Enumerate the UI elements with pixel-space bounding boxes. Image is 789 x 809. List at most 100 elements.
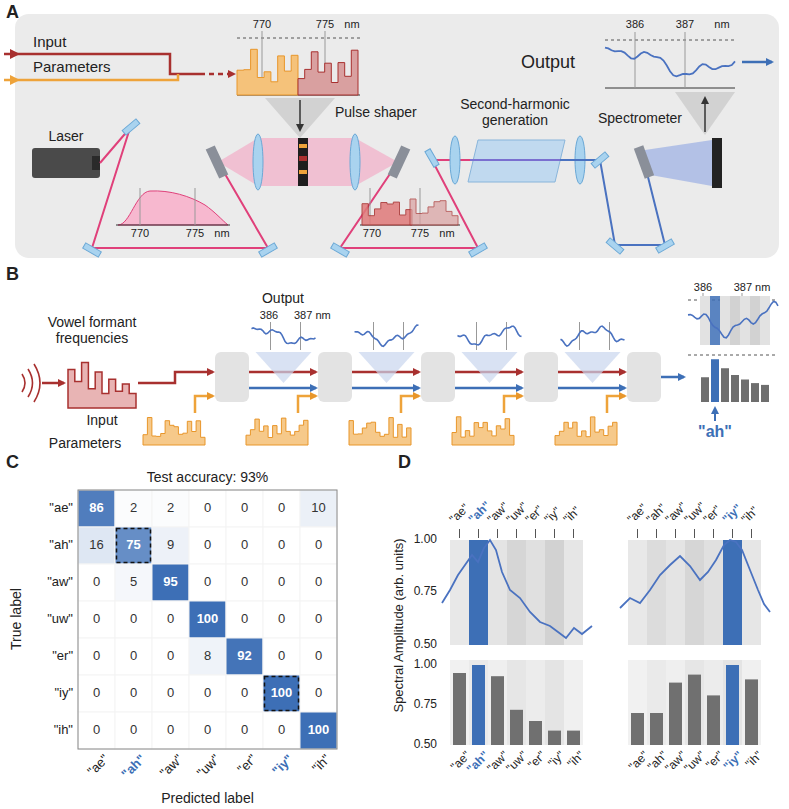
output-curve (605, 48, 735, 77)
matrix-cell (152, 527, 189, 564)
bar (745, 679, 758, 745)
matrix-cell (115, 638, 152, 675)
tick-line (685, 32, 686, 88)
mask-pixel (299, 144, 307, 148)
label: Input (33, 33, 66, 50)
matrix-value: 100 (271, 686, 293, 701)
column-label: "aw" (157, 752, 186, 781)
bar (707, 695, 720, 745)
row-label: "er" (52, 649, 73, 664)
matrix-value: 86 (89, 501, 103, 516)
band (723, 660, 742, 745)
matrix-cell (263, 638, 300, 675)
output-arrow (558, 387, 625, 390)
panel-letter: B (6, 264, 19, 285)
leader-line (516, 529, 517, 538)
matrix-cell (189, 712, 226, 749)
matrix-value: 0 (204, 501, 211, 516)
funnel (256, 352, 312, 383)
parameter-plot (349, 418, 411, 445)
matrix-value: 0 (315, 538, 322, 553)
matrix-value: 0 (241, 723, 248, 738)
arrow (714, 408, 716, 421)
leader-line (497, 529, 498, 538)
leader-line (637, 529, 638, 538)
output-arrow (249, 387, 316, 390)
matrix-cell (78, 712, 115, 749)
bar (669, 683, 682, 745)
tick-label: nm (439, 227, 454, 240)
tick-label: 770 (131, 227, 149, 240)
matrix-cell (300, 490, 337, 527)
band (647, 540, 666, 645)
matrix-cell (226, 490, 263, 527)
output-arrow (455, 387, 522, 390)
arrow (704, 98, 706, 132)
output-arrow (352, 387, 419, 390)
matrix-cell (115, 490, 152, 527)
tick-label: 387 (676, 18, 694, 31)
bar (741, 380, 749, 403)
row-label: "ih" (54, 723, 73, 738)
matrix-cell (300, 638, 337, 675)
label: Laser (48, 128, 83, 144)
matrix-value: 0 (204, 575, 211, 590)
tick-line (403, 322, 404, 350)
band (700, 296, 710, 345)
parameter-arrow (504, 396, 522, 413)
layer-box (627, 352, 661, 402)
tick-label: 0.50 (414, 638, 437, 652)
lens (450, 136, 460, 184)
row-label: "ae" (49, 501, 73, 516)
matrix-value: 9 (167, 538, 174, 553)
matrix-cell (115, 712, 152, 749)
panel-letter: C (6, 452, 19, 473)
matrix-value: 0 (315, 686, 322, 701)
output-curve (458, 326, 522, 345)
funnel (675, 92, 735, 135)
tick-label: 0.75 (414, 585, 437, 599)
beam-fan (218, 138, 398, 186)
bar (529, 721, 542, 745)
tick-line (476, 322, 477, 350)
bar (688, 675, 701, 745)
matrix-value: 0 (167, 686, 174, 701)
tick-label: 775 (186, 227, 204, 240)
parameter-plot (555, 417, 617, 445)
tick-label: 386 (626, 18, 644, 31)
bar (701, 377, 709, 402)
input-line (200, 73, 234, 76)
highlight-box (265, 677, 299, 711)
matrix-cell (263, 490, 300, 527)
tick-line (579, 322, 580, 350)
leader-line (459, 529, 460, 538)
layer-box (318, 352, 352, 402)
dashed-line (237, 38, 360, 39)
parameter-arrow (195, 396, 213, 413)
label: Second-harmonic generation (450, 96, 580, 128)
label: Pulse shaper (335, 104, 417, 120)
leader-line (554, 529, 555, 538)
matrix-cell (78, 527, 115, 564)
mirror (656, 239, 675, 253)
matrix-value: 0 (204, 538, 211, 553)
tick-label: 386 (260, 309, 278, 322)
bar (510, 710, 523, 745)
column-label: "er" (235, 752, 260, 777)
mirror (469, 243, 488, 257)
matrix-cell (115, 601, 152, 638)
band (666, 660, 685, 745)
grating (634, 145, 654, 178)
layer-box (421, 352, 455, 402)
funnel (265, 98, 335, 138)
label: Vowel formant frequencies (36, 314, 148, 346)
input-arrow (138, 372, 213, 383)
band (564, 660, 583, 745)
leader-line (656, 529, 657, 538)
label: Output (262, 290, 304, 306)
funnel (565, 352, 621, 383)
band (526, 660, 545, 745)
funnel (359, 352, 415, 383)
matrix-cell (115, 527, 152, 564)
output-curve (355, 325, 419, 346)
